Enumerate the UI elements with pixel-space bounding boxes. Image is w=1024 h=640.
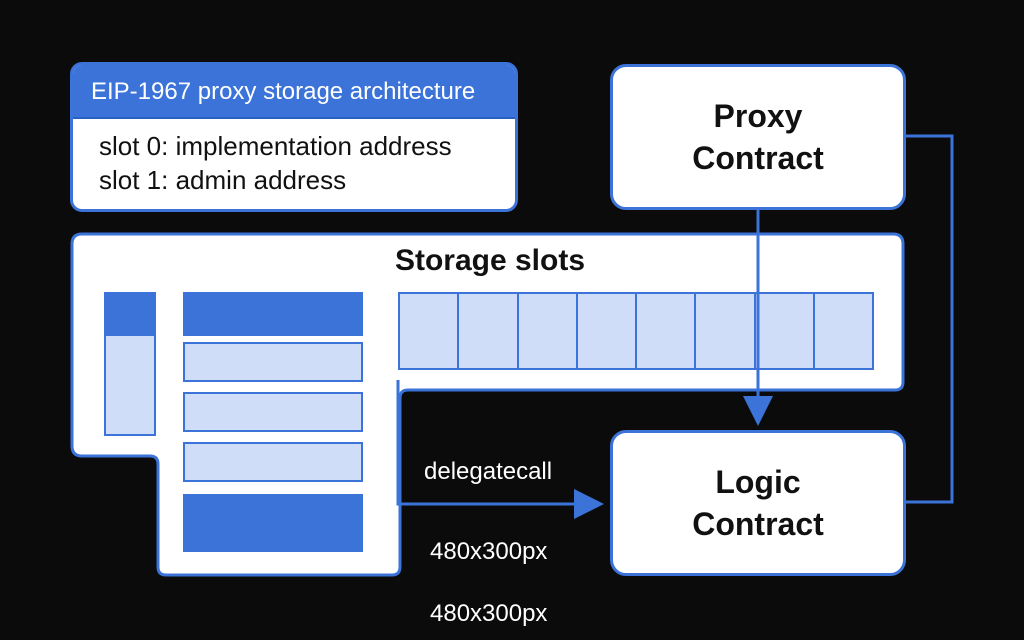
storage-cell xyxy=(183,442,363,482)
storage-cell xyxy=(812,292,874,370)
delegatecall-arrow xyxy=(396,380,604,519)
legend-line-slot-0: slot 0: implementation address xyxy=(99,131,452,161)
storage-title: Storage slots xyxy=(394,244,586,277)
legend-title: EIP-1967 proxy storage architecture xyxy=(73,65,515,119)
logic-contract-label-1: Logic xyxy=(715,464,801,500)
logic-contract-box: Logic Contract xyxy=(610,430,906,576)
proxy-contract-label-1: Proxy xyxy=(713,98,803,134)
storage-cell xyxy=(183,292,363,336)
return-loop-line xyxy=(906,134,954,504)
delegatecall-label: delegatecall xyxy=(424,458,553,485)
storage-cell xyxy=(183,342,363,382)
storage-cell xyxy=(183,494,363,552)
storage-cell xyxy=(183,392,363,432)
size-label: 480x300px xyxy=(430,600,548,627)
storage-cell xyxy=(104,334,156,436)
proxy-contract-label-2: Contract xyxy=(692,140,824,176)
legend-line-slot-1: slot 1: admin address xyxy=(99,165,347,195)
storage-cell xyxy=(753,292,815,370)
logic-contract-label-2: Contract xyxy=(692,506,824,542)
proxy-contract-box: Proxy Contract xyxy=(610,64,906,210)
storage-cell xyxy=(104,292,156,336)
size-label: 480x300px xyxy=(430,538,548,565)
storage-cell xyxy=(575,292,637,370)
storage-row xyxy=(398,292,874,370)
storage-cell xyxy=(635,292,697,370)
legend-card: EIP-1967 proxy storage architecture slot… xyxy=(70,62,518,212)
